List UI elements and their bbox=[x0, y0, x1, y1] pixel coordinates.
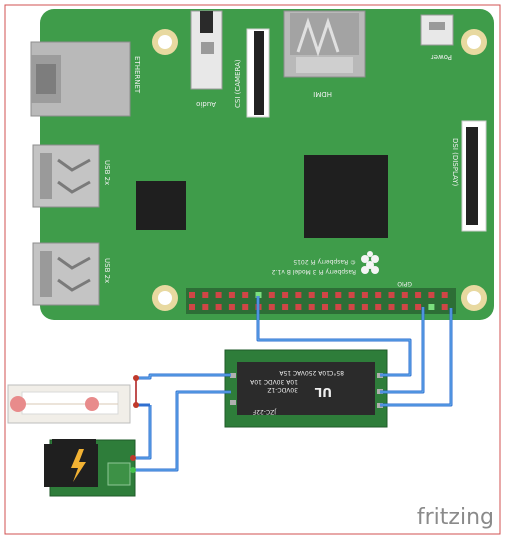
fuse-component bbox=[7, 384, 131, 424]
gpio-pin bbox=[348, 304, 355, 310]
gpio-pin bbox=[282, 292, 289, 298]
gpio-pin bbox=[428, 292, 435, 298]
gpio-pin bbox=[308, 292, 315, 298]
lightning-icon bbox=[71, 449, 86, 482]
fritzing-logo: fritzing bbox=[417, 505, 494, 530]
gpio-pin bbox=[242, 292, 249, 298]
raspberry-logo-icon bbox=[361, 251, 379, 274]
model-label: Raspberry Pi 3 Model B v1.2 bbox=[272, 268, 356, 275]
dsi-label: DSI (DISPLAY) bbox=[451, 138, 459, 187]
dsi-connector bbox=[461, 120, 487, 232]
copyright-label: © Raspberry Pi 2015 bbox=[293, 258, 356, 265]
soc-chip bbox=[304, 155, 388, 238]
gpio-pin bbox=[361, 292, 368, 298]
audio-label: Audio bbox=[196, 100, 216, 108]
gpio-pin bbox=[415, 292, 422, 298]
relay-module: 10A 250VAC 15A 10A 30VDC 10A 30VDC-1Z 85… bbox=[224, 349, 388, 428]
gpio-pin bbox=[228, 304, 235, 310]
gpio-pin bbox=[322, 304, 328, 310]
gpio-pin bbox=[255, 292, 262, 298]
gpio-pin bbox=[335, 304, 342, 310]
power-label: Power bbox=[431, 53, 452, 61]
relay-voltage: 30VDC-1Z bbox=[267, 386, 298, 393]
mounting-holes bbox=[152, 29, 487, 311]
gpio-pin bbox=[415, 304, 422, 310]
gpio-pin bbox=[189, 292, 195, 298]
gpio-pin bbox=[282, 304, 289, 310]
hdmi-port bbox=[283, 10, 366, 78]
relay-model: JZC-22F bbox=[252, 408, 277, 415]
gpio-pin bbox=[189, 304, 195, 310]
hdmi-label: HDMI bbox=[313, 90, 332, 98]
gpio-pin bbox=[441, 304, 448, 310]
gpio-header bbox=[186, 288, 456, 314]
csi-label: CSI (CAMERA) bbox=[234, 59, 242, 108]
csi-connector bbox=[246, 28, 270, 118]
gpio-pin bbox=[295, 292, 302, 298]
gpio-pin bbox=[375, 292, 382, 298]
gpio-pin bbox=[308, 304, 315, 310]
wiring bbox=[130, 296, 453, 473]
gpio-pin bbox=[401, 304, 408, 310]
raspberry-pi-board: ETHERNET USB 2x USB 2x Audio bbox=[30, 9, 494, 320]
usb-top-label: USB 2x bbox=[103, 160, 111, 185]
gpio-pin bbox=[388, 292, 395, 298]
usb-port-bottom bbox=[32, 242, 100, 306]
gpio-pin bbox=[375, 304, 382, 310]
gpio-pin bbox=[428, 304, 435, 310]
power-port bbox=[420, 14, 454, 46]
gpio-pin bbox=[242, 304, 249, 310]
gpio-pin bbox=[268, 292, 275, 298]
gpio-label: GPIO bbox=[397, 280, 412, 287]
ethernet-label: ETHERNET bbox=[133, 56, 141, 94]
relay-body bbox=[237, 362, 375, 415]
gpio-pin bbox=[401, 292, 408, 298]
relay-cert: 85°C bbox=[329, 369, 344, 376]
relay-rating-1: 10A 250VAC 15A bbox=[278, 369, 330, 376]
gpio-pin bbox=[215, 304, 222, 310]
gpio-pin bbox=[322, 292, 328, 298]
usb-port-top bbox=[32, 144, 100, 208]
ethernet-port bbox=[30, 41, 131, 117]
gpio-pin bbox=[295, 304, 302, 310]
gpio-pin bbox=[441, 292, 448, 298]
gpio-pin bbox=[388, 304, 395, 310]
relay-ul-mark: UL bbox=[314, 385, 332, 399]
relay-rating-2: 10A 30VDC 10A bbox=[249, 378, 298, 385]
gpio-pin bbox=[361, 304, 368, 310]
gpio-pin bbox=[228, 292, 235, 298]
gpio-pin bbox=[202, 304, 209, 310]
gpio-pin bbox=[335, 292, 342, 298]
audio-jack bbox=[190, 10, 223, 90]
gpio-pin bbox=[348, 292, 355, 298]
dc-power-jack bbox=[44, 439, 136, 497]
usb-bottom-label: USB 2x bbox=[103, 258, 111, 283]
usb-controller-chip bbox=[136, 181, 186, 230]
board-pcb bbox=[40, 9, 494, 320]
gpio-pin bbox=[268, 304, 275, 310]
gpio-pin bbox=[215, 292, 222, 298]
gpio-pin bbox=[202, 292, 209, 298]
